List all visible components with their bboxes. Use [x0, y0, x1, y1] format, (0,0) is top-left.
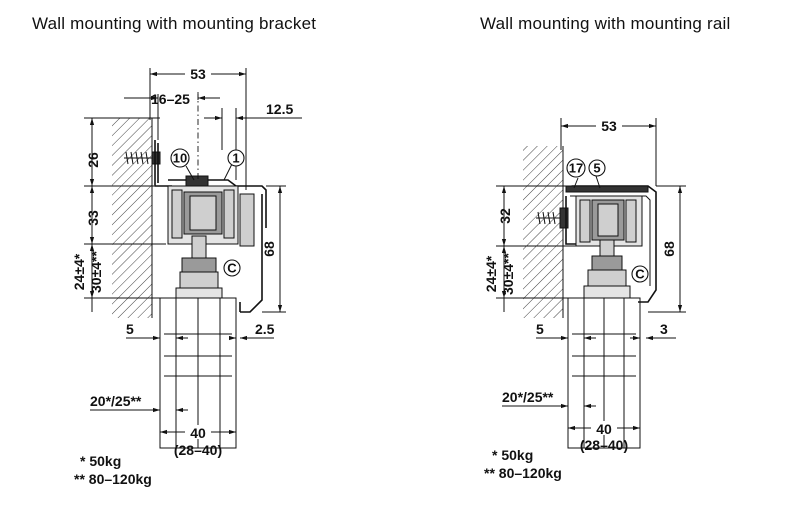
left-callout-10 [170, 148, 190, 168]
left-dim-20-25: 20*/25** [90, 393, 142, 409]
right-mounting-rail [565, 196, 580, 245]
left-dim-24: 24±4* [71, 253, 87, 290]
right-dim-68: 68 [661, 241, 677, 257]
right-screw-icon [536, 207, 569, 229]
left-screw-icon [124, 151, 161, 165]
right-callout-c [631, 265, 649, 283]
left-dim-68: 68 [261, 241, 277, 257]
right-dim-20-25: 20*/25** [502, 389, 554, 405]
right-top-seal [565, 185, 649, 193]
left-hanger-nut [181, 257, 217, 273]
right-dim-30: 30±4** [500, 252, 516, 294]
right-dim-28-40: (28–40) [580, 437, 628, 453]
left-dim-5: 5 [126, 321, 134, 337]
right-dim-24: 24±4* [483, 255, 499, 292]
right-callout-c-label: C [635, 267, 645, 282]
left-track-profile [168, 179, 267, 228]
right-callout-17-label: 17 [569, 161, 583, 176]
left-dim-30: 30±4** [88, 250, 104, 292]
left-drawing: 53 16–25 12.5 26 33 24±4* 30±4** 68 [71, 66, 302, 487]
right-hanger-nut [591, 255, 623, 271]
right-drawing: 53 32 24±4* 30±4** 68 5 3 20*/25** [483, 118, 686, 481]
left-top-bolt [185, 175, 209, 187]
left-dim-33: 33 [85, 210, 101, 226]
right-dim-40: 40 [596, 421, 612, 437]
left-note-80-120kg: ** 80–120kg [74, 471, 152, 487]
right-dim-5: 5 [536, 321, 544, 337]
right-note-50kg: * 50kg [492, 447, 533, 463]
right-hanger-bolt [599, 239, 615, 257]
left-wall-hatch [112, 118, 152, 318]
left-dim-53: 53 [190, 66, 206, 82]
right-note-80-120kg: ** 80–120kg [484, 465, 562, 481]
left-callout-1-label: 1 [232, 151, 239, 166]
left-dim-2-5: 2.5 [255, 321, 275, 337]
right-dim-53: 53 [601, 118, 617, 134]
title-wall-mounting-bracket: Wall mounting with mounting bracket [32, 14, 317, 33]
right-dim-32: 32 [497, 208, 513, 224]
right-wall-hatch [523, 146, 563, 318]
left-callout-c-label: C [227, 261, 237, 276]
right-callout-5-label: 5 [593, 161, 600, 176]
left-callout-10-label: 10 [173, 151, 187, 166]
right-callout-17 [566, 158, 586, 178]
title-wall-mounting-rail: Wall mounting with mounting rail [480, 14, 731, 33]
right-callout-5 [588, 159, 606, 177]
left-dim-12-5: 12.5 [266, 101, 293, 117]
left-callout-c [223, 259, 241, 277]
right-dim-3: 3 [660, 321, 668, 337]
left-dim-40: 40 [190, 425, 206, 441]
left-note-50kg: * 50kg [80, 453, 121, 469]
left-dim-16-25: 16–25 [151, 91, 190, 107]
left-cover-profile [240, 194, 263, 313]
left-hanger-bolt [191, 235, 207, 259]
left-dim-26: 26 [85, 152, 101, 168]
left-callout-1 [227, 149, 245, 167]
left-mounting-bracket [154, 140, 172, 187]
left-dim-28-40: (28–40) [174, 442, 222, 458]
